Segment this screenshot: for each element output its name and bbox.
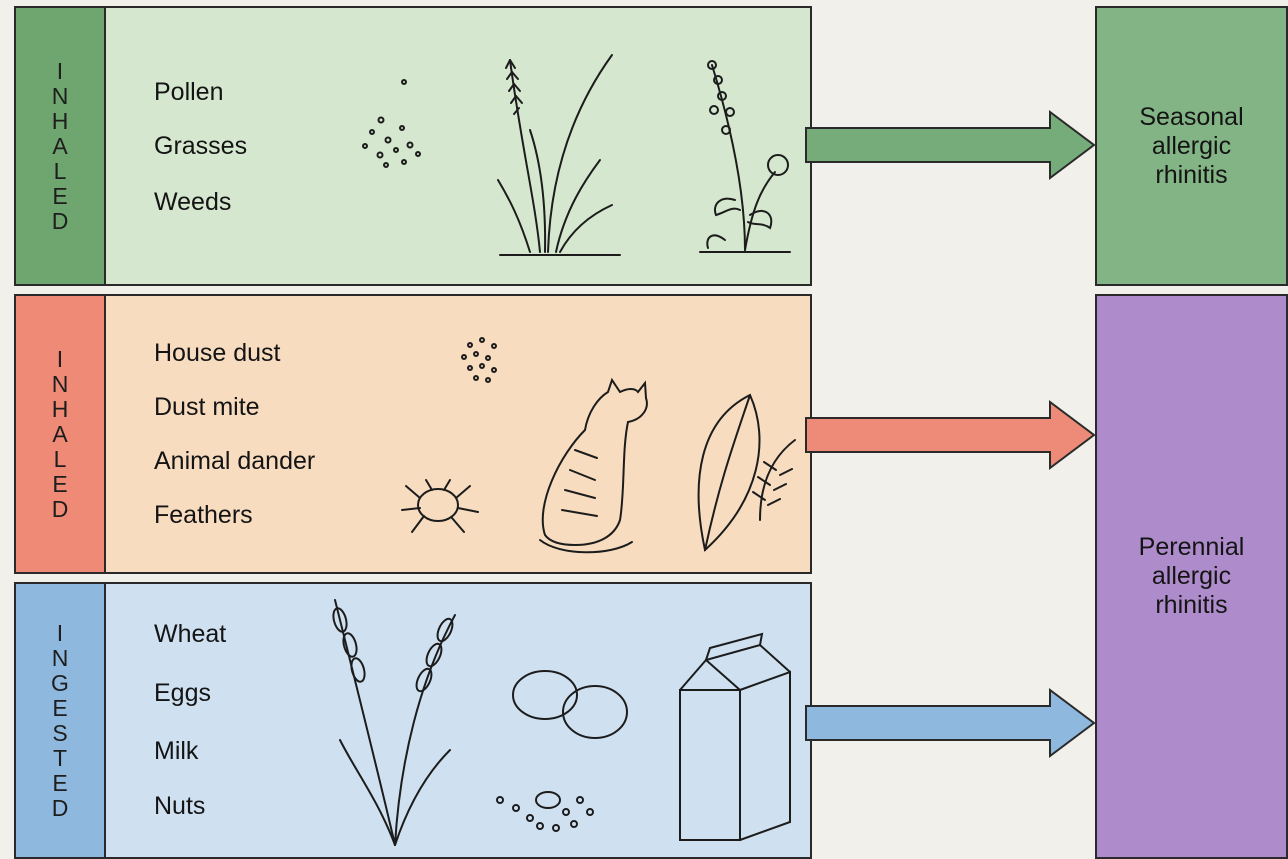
- feather-icon: [699, 395, 795, 550]
- dust-dots-icon: [462, 338, 496, 382]
- wheat-icon: [331, 600, 455, 845]
- eggs-icon: [513, 671, 627, 738]
- pollen-dots-icon: [363, 80, 420, 167]
- dust-mite-icon: [402, 480, 478, 532]
- milk-carton-icon: [680, 634, 790, 840]
- ingested-arrow: [806, 690, 1094, 756]
- cat-icon: [540, 380, 647, 552]
- grass-plant-icon: [498, 55, 620, 255]
- perennial-inhaled-arrow: [806, 402, 1094, 468]
- nuts-icon: [497, 792, 593, 831]
- weed-plant-icon: [700, 61, 790, 252]
- seasonal-arrow: [806, 112, 1094, 178]
